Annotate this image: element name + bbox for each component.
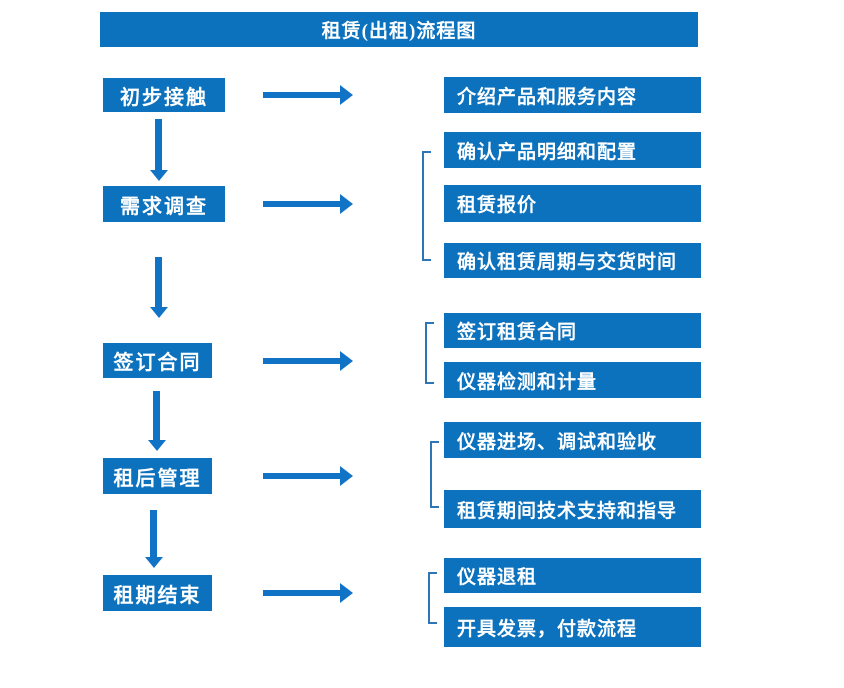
- group-bracket-icon: [422, 151, 431, 261]
- stage-box-sign-contract: 签订合同: [103, 343, 212, 378]
- detail-box-confirm-product-details-config: 确认产品明细和配置: [444, 132, 701, 168]
- arrow-right-icon: [263, 194, 353, 214]
- arrow-shaft: [263, 92, 342, 98]
- arrow-head: [340, 583, 353, 603]
- arrow-shaft: [155, 257, 162, 307]
- arrow-shaft: [155, 119, 162, 170]
- arrow-shaft: [263, 201, 342, 207]
- stage-box-demand-survey: 需求调查: [103, 186, 225, 222]
- arrow-head: [340, 85, 353, 105]
- arrow-head: [150, 170, 168, 181]
- group-bracket-icon: [428, 572, 437, 624]
- detail-box-invoice-payment-process: 开具发票，付款流程: [444, 607, 701, 647]
- arrow-shaft: [153, 391, 160, 440]
- detail-box-rental-quote: 租赁报价: [444, 185, 701, 222]
- detail-box-rental-tech-support-guidance: 租赁期间技术支持和指导: [444, 490, 701, 528]
- arrow-down-icon: [145, 391, 167, 451]
- arrow-down-icon: [147, 257, 169, 318]
- arrow-head: [148, 440, 166, 451]
- arrow-right-icon: [263, 583, 353, 603]
- arrow-shaft: [263, 473, 342, 479]
- detail-box-instrument-inspection-calibration: 仪器检测和计量: [444, 362, 701, 398]
- detail-box-sign-rental-contract: 签订租赁合同: [444, 313, 701, 348]
- arrow-down-icon: [147, 119, 169, 181]
- arrow-shaft: [150, 510, 157, 557]
- arrow-head: [145, 557, 163, 568]
- arrow-head: [340, 194, 353, 214]
- detail-box-introduce-products-services: 介绍产品和服务内容: [444, 77, 701, 113]
- arrow-head: [340, 466, 353, 486]
- detail-box-instrument-return: 仪器退租: [444, 558, 701, 593]
- arrow-head: [340, 351, 353, 371]
- detail-box-instrument-arrival-debug-acceptance: 仪器进场、调试和验收: [444, 422, 701, 458]
- stage-box-initial-contact: 初步接触: [103, 78, 225, 112]
- stage-box-post-rental-management: 租后管理: [103, 458, 212, 494]
- arrow-right-icon: [263, 466, 353, 486]
- arrow-down-icon: [142, 510, 164, 568]
- group-bracket-icon: [425, 322, 434, 384]
- arrow-shaft: [263, 590, 342, 596]
- arrow-right-icon: [263, 351, 353, 371]
- flowchart-title: 租赁(出租)流程图: [100, 12, 698, 47]
- group-bracket-icon: [430, 441, 439, 508]
- stage-box-rental-end: 租期结束: [103, 575, 212, 611]
- arrow-head: [150, 307, 168, 318]
- detail-box-confirm-rental-period-delivery: 确认租赁周期与交货时间: [444, 243, 701, 278]
- arrow-shaft: [263, 358, 342, 364]
- arrow-right-icon: [263, 85, 353, 105]
